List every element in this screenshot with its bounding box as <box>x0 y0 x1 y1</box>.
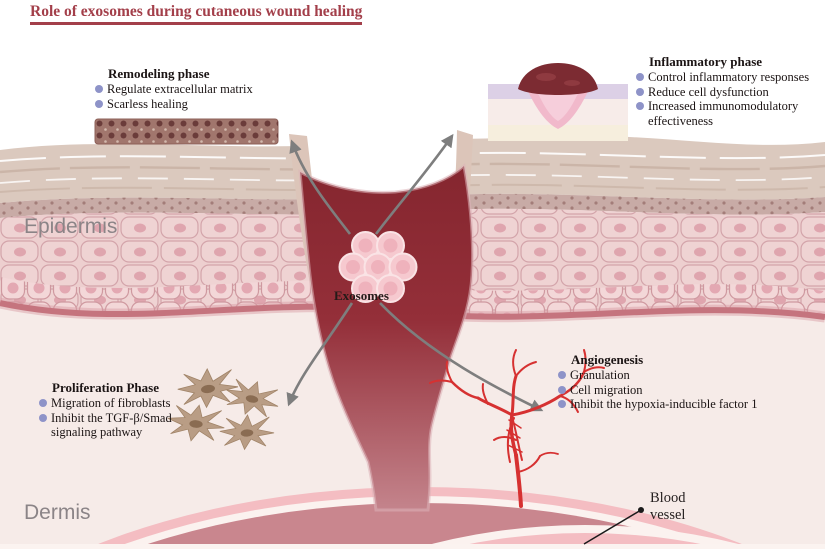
bullet-icon <box>558 371 566 379</box>
list-item: Inhibit the TGF-β/Smad signaling pathway <box>39 411 197 440</box>
arrow-to-angiogenesis-icon <box>379 302 544 412</box>
bullet-icon <box>558 400 566 408</box>
list-item-text: Reduce cell dysfunction <box>648 84 769 99</box>
bullet-icon <box>39 413 47 422</box>
bullet-icon <box>558 385 566 394</box>
phase-title: Angiogenesis <box>571 352 644 367</box>
exosome-cluster <box>338 231 418 303</box>
blood-vessel <box>0 487 825 549</box>
dermis-label: Dermis <box>24 501 91 524</box>
new-capillaries <box>429 349 605 508</box>
arrow-to-remodeling-icon <box>289 139 352 235</box>
bullet-icon <box>39 399 47 407</box>
fibroblast-cells <box>167 368 279 451</box>
list-item-text: Cell migration <box>570 382 643 397</box>
phase-title: Remodeling phase <box>108 66 210 81</box>
exosomes-label: Exosomes <box>334 288 389 303</box>
list-item: Migration of fibroblasts <box>39 396 197 411</box>
list-item-text: Migration of fibroblasts <box>51 396 171 410</box>
epidermis-label: Epidermis <box>24 215 118 238</box>
inflamed-wound-thumbnail <box>488 57 628 141</box>
bullet-icon <box>636 87 644 96</box>
remodeled-tissue-strip <box>94 118 279 145</box>
phase-block-angiogenesis: Angiogenesis Granulation Cell migration … <box>558 353 803 412</box>
bullet-icon <box>95 85 103 93</box>
list-item: Reduce cell dysfunction <box>636 85 818 100</box>
phase-block-remodeling: Remodeling phase Regulate extracellular … <box>95 67 290 111</box>
list-item: Scarless healing <box>95 97 290 112</box>
list-item: Inhibit the hypoxia-inducible factor 1 <box>558 397 803 412</box>
bullet-icon <box>636 102 644 110</box>
bullet-icon <box>636 73 644 81</box>
bullet-icon <box>95 99 103 108</box>
list-item: Control inflammatory responses <box>636 70 818 85</box>
list-item: Granulation <box>558 368 803 383</box>
list-item: Cell migration <box>558 383 803 398</box>
list-item-text: Granulation <box>570 368 630 382</box>
arrow-to-proliferation-icon <box>286 302 354 407</box>
list-item-text: Control inflammatory responses <box>648 70 810 84</box>
list-item: Regulate extracellular matrix <box>95 82 290 97</box>
page-title: Role of exosomes during cutaneous wound … <box>30 3 363 25</box>
list-item-text: Increased immunomodulatory effectiveness <box>648 99 799 128</box>
phase-title: Inflammatory phase <box>649 54 763 69</box>
phase-block-inflammatory: Inflammatory phase Control inflammatory … <box>636 55 818 128</box>
blood-vessel-pointer-line-icon <box>583 507 644 545</box>
list-item-text: Regulate extracellular matrix <box>107 82 253 96</box>
list-item-text: Scarless healing <box>107 96 188 111</box>
list-item: Increased immunomodulatory effectiveness <box>636 99 818 128</box>
arrow-to-inflammatory-icon <box>374 133 454 235</box>
phase-title: Proliferation Phase <box>52 380 159 395</box>
list-item-text: Inhibit the hypoxia-inducible factor 1 <box>570 397 758 411</box>
phase-block-proliferation: Proliferation Phase Migration of fibrobl… <box>39 381 197 440</box>
exosome-arrows <box>286 133 544 412</box>
blood-vessel-label: Blood vessel <box>650 490 686 523</box>
list-item-text: Inhibit the TGF-β/Smad signaling pathway <box>51 410 172 440</box>
